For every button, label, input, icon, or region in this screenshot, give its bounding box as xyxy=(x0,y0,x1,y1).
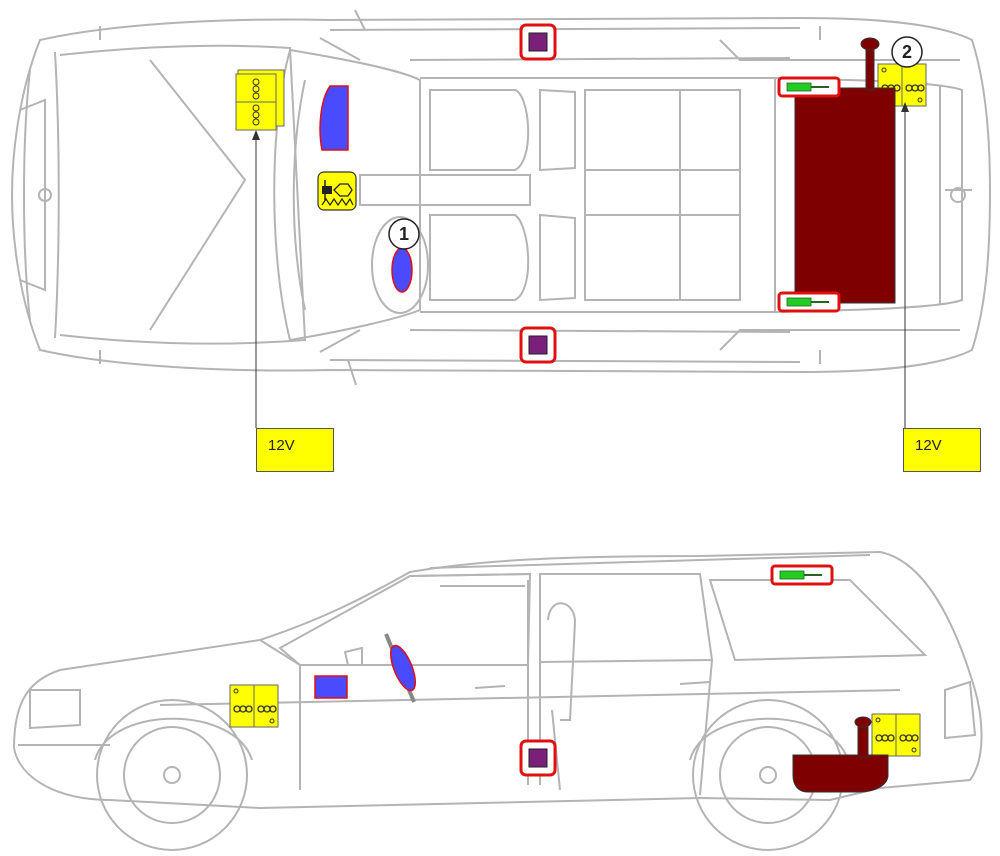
front-battery-side xyxy=(229,684,279,728)
passenger-airbag-side xyxy=(314,675,348,699)
rear-battery-label: 12V xyxy=(903,428,981,472)
driver-airbag-top xyxy=(391,247,413,293)
callout-2: 2 xyxy=(891,36,923,68)
curtain-airbag-top-left xyxy=(777,76,841,98)
callout-1: 1 xyxy=(388,218,420,250)
curtain-airbag-top-right xyxy=(777,291,841,313)
side-sensor-top-right xyxy=(519,326,557,364)
rear-battery-arrow xyxy=(901,102,909,112)
curtain-airbag-side xyxy=(770,564,834,586)
driver-airbag-side xyxy=(384,633,417,703)
front-battery-label: 12V xyxy=(256,428,334,472)
front-battery-top xyxy=(235,69,285,131)
gas-generator-icon xyxy=(317,171,357,211)
side-sensor-top-left xyxy=(519,23,557,61)
top-view-car xyxy=(10,9,992,386)
side-sensor-side xyxy=(519,739,557,777)
callout-1-text: 1 xyxy=(399,224,409,244)
callout-2-text: 2 xyxy=(902,42,912,62)
gas-tank-top xyxy=(794,37,896,304)
passenger-airbag-top xyxy=(319,85,349,151)
side-view-car xyxy=(12,550,983,851)
gas-tank-side xyxy=(792,716,889,793)
front-battery-arrow xyxy=(252,130,260,140)
wheel-hubs xyxy=(163,766,777,784)
rear-battery-side xyxy=(871,713,921,757)
